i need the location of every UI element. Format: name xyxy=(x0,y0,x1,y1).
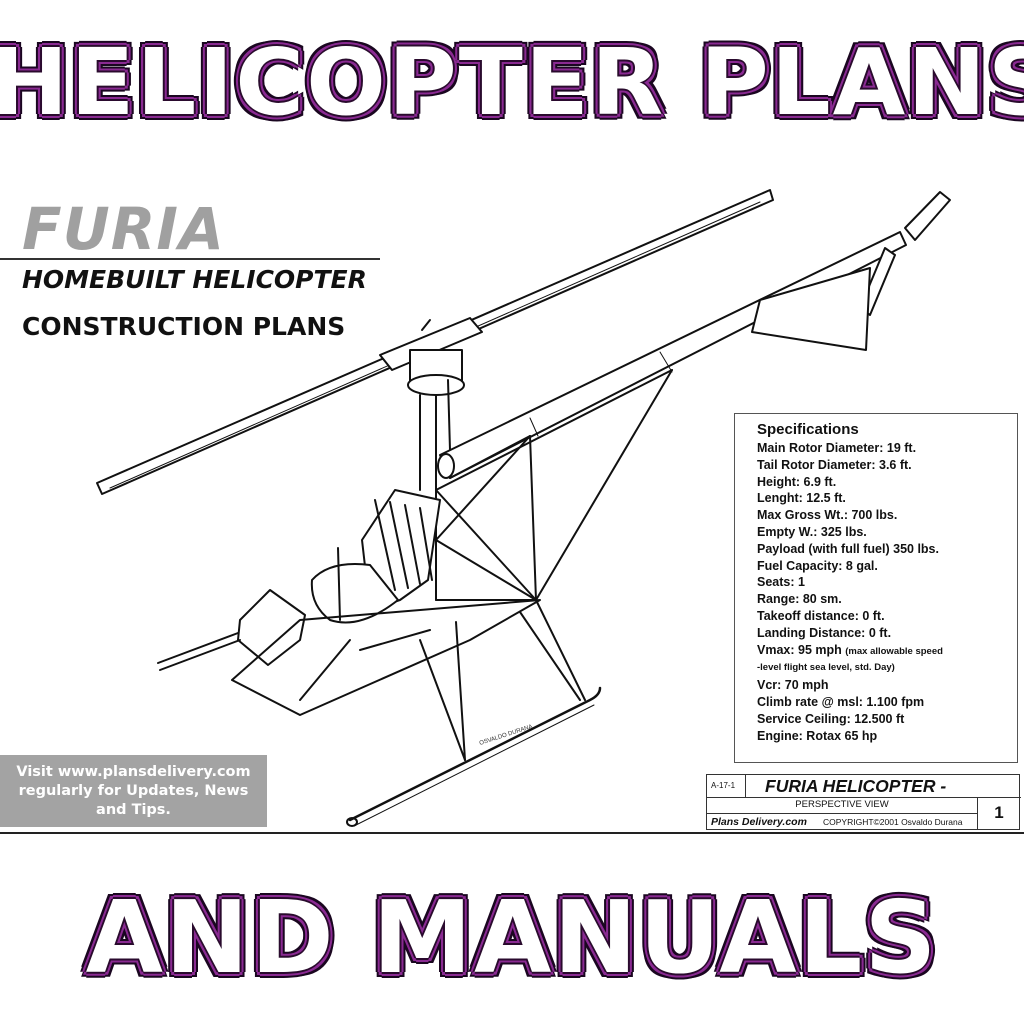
spec-line: Max Gross Wt.: 700 lbs. xyxy=(757,508,898,523)
left-skid xyxy=(348,686,602,822)
title-block-row: A-17-1 FURIA HELICOPTER - xyxy=(707,775,1021,798)
furia-title: FURIA xyxy=(22,195,225,263)
sheet-border-line xyxy=(0,832,1024,834)
spec-line: Tail Rotor Diameter: 3.6 ft. xyxy=(757,457,912,472)
specifications-box: Specifications Main Rotor Diameter: 19 f… xyxy=(734,413,1018,763)
spec-line: Range: 80 sm. xyxy=(757,592,842,607)
visit-line: regularly for Updates, News xyxy=(18,783,249,799)
spec-line: Service Ceiling: 12.500 ft xyxy=(757,711,905,726)
vmax-note: (max allowable speed xyxy=(845,645,943,657)
rotor-hub xyxy=(379,317,483,371)
banner-title-bottom: AND MANUALS xyxy=(85,879,939,996)
sheet-number: 1 xyxy=(994,803,1004,822)
title-divider xyxy=(0,258,380,260)
spec-line: Main Rotor Diameter: 19 ft. xyxy=(757,441,917,455)
spec-line: Lenght: 12.5 ft. xyxy=(757,491,846,506)
banner-title-top: HELICOPTER PLANS xyxy=(0,29,1024,136)
lower-frame xyxy=(231,599,541,716)
title-block-row: Plans Delivery.com COPYRIGHT©2001 Osvald… xyxy=(707,813,977,830)
drawing-name: FURIA HELICOPTER - xyxy=(765,776,947,796)
divider xyxy=(745,775,746,798)
drawing-title-block: A-17-1 FURIA HELICOPTER - PERSPECTIVE VI… xyxy=(706,774,1021,830)
vmax-note-continued: -level flight sea level, std. Day) xyxy=(757,662,895,674)
spec-line-vmax: Vmax: 95 mph (max allowable speed xyxy=(757,642,1017,661)
copyright-text: COPYRIGHT©2001 Osvaldo Durana xyxy=(823,817,963,827)
drawing-code: A-17-1 xyxy=(711,781,736,790)
specifications-heading: Specifications xyxy=(757,421,859,438)
visit-notice: Visit www.plansdelivery.com regularly fo… xyxy=(0,755,267,827)
spec-line: Seats: 1 xyxy=(757,575,805,590)
drawing-view: PERSPECTIVE VIEW xyxy=(795,799,889,810)
spec-line: Height: 6.9 ft. xyxy=(757,474,837,489)
spec-line: Engine: Rotax 65 hp xyxy=(757,728,878,743)
spec-line: Fuel Capacity: 8 gal. xyxy=(757,558,878,573)
tail-fin xyxy=(751,267,871,351)
draftsman-mark: OSVALDO DURANA xyxy=(479,724,534,747)
vmax-value: Vmax: 95 mph xyxy=(757,642,842,657)
visit-line: and Tips. xyxy=(96,802,171,818)
tail-rotor xyxy=(904,191,951,241)
spec-line: Takeoff distance: 0 ft. xyxy=(757,608,885,623)
visit-line: Visit www.plansdelivery.com xyxy=(16,764,251,780)
spec-line: Vcr: 70 mph xyxy=(757,678,829,693)
homebuilt-subtitle: HOMEBUILT HELICOPTER xyxy=(22,265,367,294)
spec-line: Payload (with full fuel) 350 lbs. xyxy=(757,541,939,556)
construction-plans-subtitle: CONSTRUCTION PLANS xyxy=(22,312,346,341)
engine-box xyxy=(237,589,306,666)
spec-line: Landing Distance: 0 ft. xyxy=(757,625,892,640)
spec-line: Climb rate @ msl: 1.100 fpm xyxy=(757,694,925,709)
divider xyxy=(977,798,978,830)
brand-name: Plans Delivery.com xyxy=(711,816,807,828)
spec-line: Empty W.: 325 lbs. xyxy=(757,524,867,539)
